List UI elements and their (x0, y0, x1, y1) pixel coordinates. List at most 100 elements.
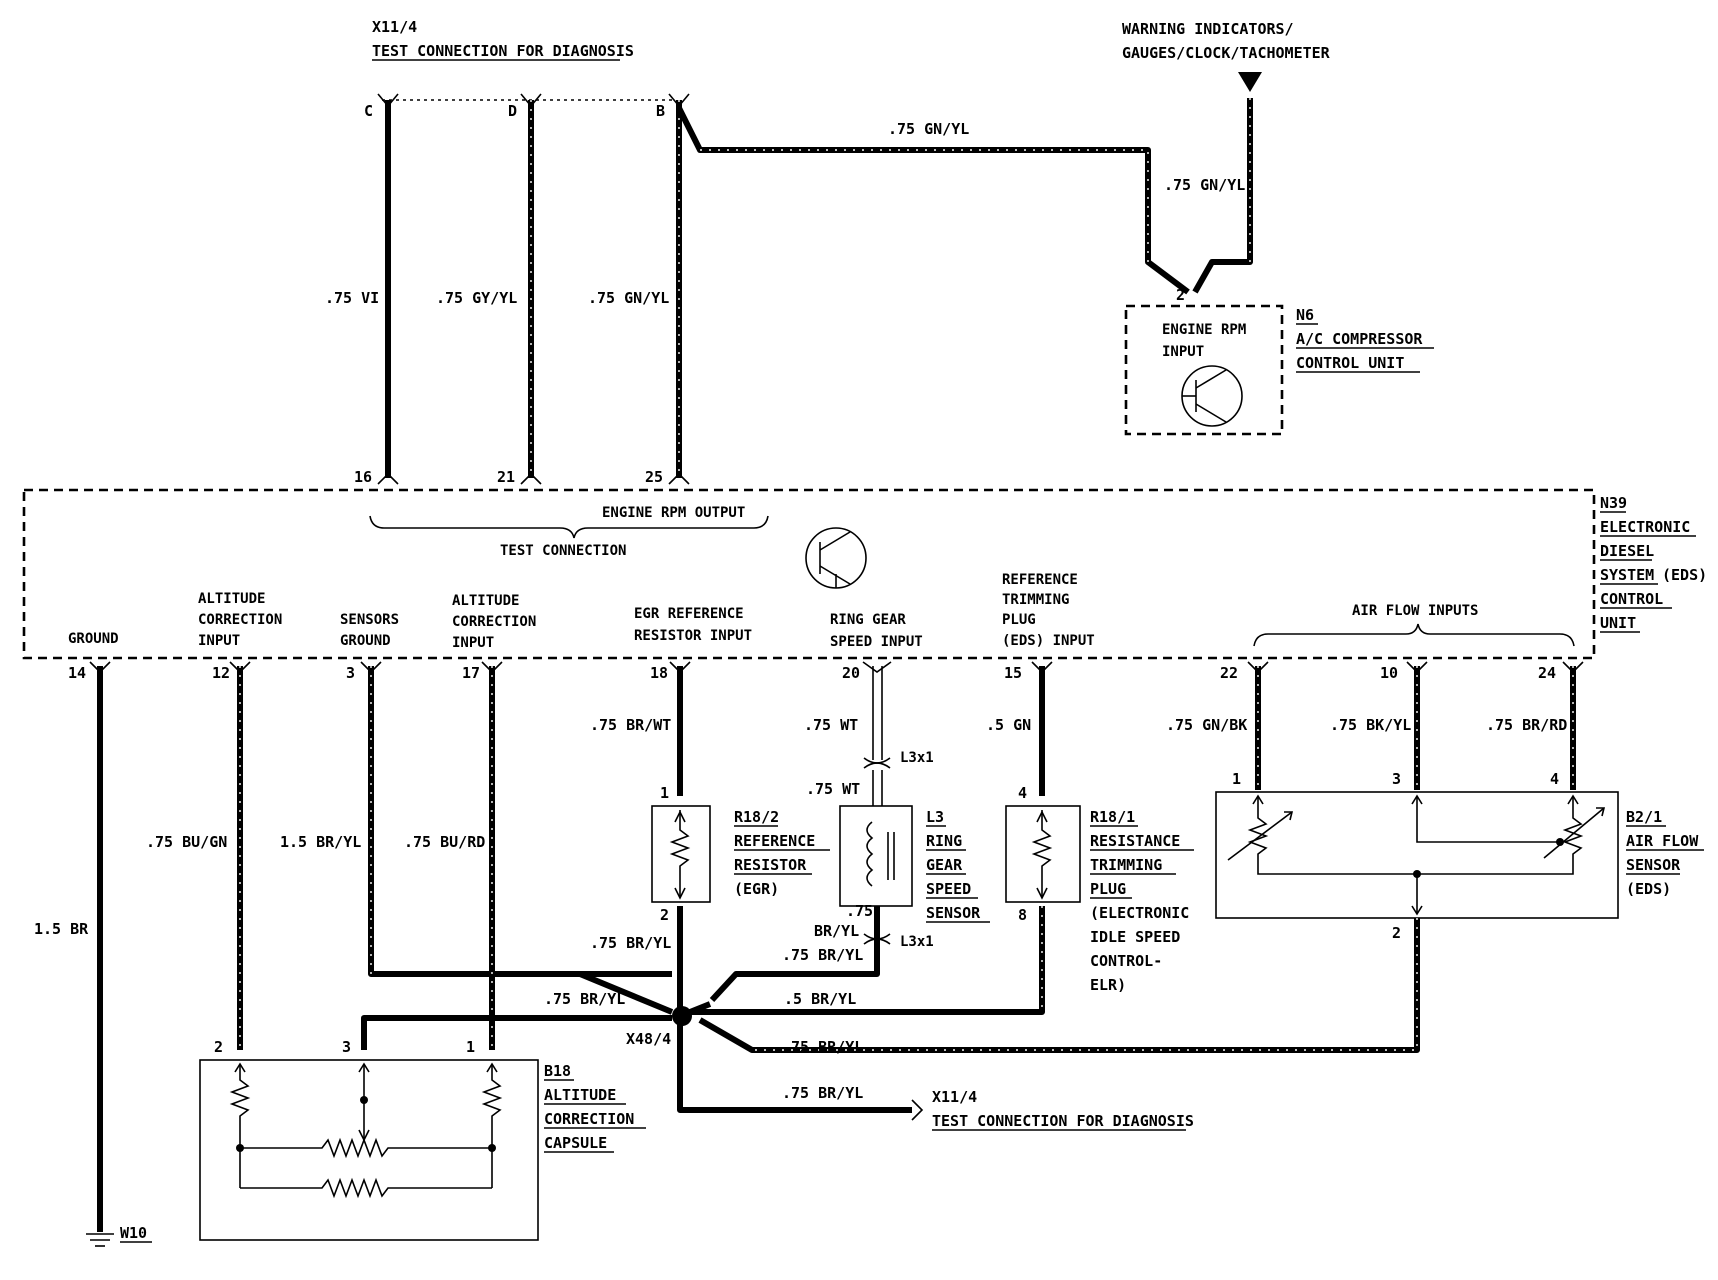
input-ground: GROUND (68, 631, 119, 647)
input-ref-line1: REFERENCE (1002, 572, 1078, 588)
b18-pin-1: 1 (466, 1038, 475, 1056)
warning-line1: WARNING INDICATORS/ (1122, 20, 1294, 38)
warning-line2: GAUGES/CLOCK/TACHOMETER (1122, 44, 1331, 62)
warning-arrow-icon (1238, 72, 1262, 92)
input-egr-line1: EGR REFERENCE (634, 606, 744, 622)
b18-line2: CORRECTION (544, 1110, 634, 1128)
n6-id: N6 (1296, 306, 1314, 324)
input-ref-line3: PLUG (1002, 612, 1036, 628)
input-alt1-line2: CORRECTION (198, 612, 282, 628)
r18-1-pin-top: 4 (1018, 784, 1027, 802)
l3x1-top-label: L3x1 (900, 750, 934, 766)
input-ref-line2: TRIMMING (1002, 592, 1069, 608)
input-ring-line2: SPEED INPUT (830, 634, 923, 650)
r18-1-line1: RESISTANCE (1090, 832, 1180, 850)
wire-b-to-n6: .75 GN/YL .75 GN/YL WARNING INDICATORS/ … (676, 20, 1331, 295)
n6-line2: CONTROL UNIT (1296, 354, 1404, 372)
r18-1-line7: ELR) (1090, 976, 1126, 994)
b18-line3: CAPSULE (544, 1134, 607, 1152)
pin-12: 12 (212, 664, 230, 682)
input-alt2-line3: INPUT (452, 635, 494, 651)
x11-bottom-id: X11/4 (932, 1088, 977, 1106)
l3-wire-label1: .75 (846, 902, 873, 920)
splice-x11-wire-label: .75 BR/YL (782, 1084, 863, 1102)
bottom-wires: 1.5 BR W10 .75 BU/GN 1.5 BR/YL .75 BU/RD… (34, 661, 1584, 1247)
wire-p20b-label: .75 WT (806, 780, 860, 798)
b2-1-pin-1: 1 (1232, 770, 1241, 788)
n6-transistor-icon (1181, 365, 1243, 427)
wire-p10-label: .75 BK/YL (1330, 716, 1411, 734)
r18-1-id: R18/1 (1090, 808, 1135, 826)
input-egr-line2: RESISTOR INPUT (634, 628, 752, 644)
pin-15: 15 (1004, 664, 1022, 682)
wire-p18-label: .75 BR/WT (590, 716, 671, 734)
pin-18: 18 (650, 664, 668, 682)
input-sensors-line1: SENSORS (340, 612, 399, 628)
r18-1-trimming-plug: 4 8 R18/1 RESISTANCE TRIMMING PLUG (ELEC… (688, 784, 1194, 1015)
pin-14: 14 (68, 664, 86, 682)
n39-line3: SYSTEM (1600, 566, 1654, 584)
n39-line3b: (EDS) (1662, 566, 1707, 584)
r18-2-pin-bottom: 2 (660, 906, 669, 924)
r18-2-resistor: 1 2 R18/2 REFERENCE RESISTOR (EGR) (651, 784, 830, 924)
n6-input-line2: INPUT (1162, 344, 1204, 360)
top-wires: .75 VI .75 GY/YL .75 GN/YL 16 21 25 (325, 93, 690, 486)
n39-line4: CONTROL (1600, 590, 1663, 608)
n39-line2: DIESEL (1600, 542, 1654, 560)
pin-10: 10 (1380, 664, 1398, 682)
wire-p22-label: .75 GN/BK (1166, 716, 1247, 734)
wire-p12-label: .75 BU/GN (146, 833, 227, 851)
l3-line4: SENSOR (926, 904, 981, 922)
b2-1-line1: AIR FLOW (1626, 832, 1699, 850)
pin-21: 21 (497, 468, 515, 486)
pin-16: 16 (354, 468, 372, 486)
wire-warning-n6-label: .75 GN/YL (1164, 176, 1245, 194)
input-sensors-line2: GROUND (340, 633, 391, 649)
ground-symbol-icon (86, 1233, 114, 1247)
splice-x48-4: X48/4 .75 BR/YL .75 BR/YL .5 BR/YL .75 B… (544, 906, 1194, 1131)
x11-top-title: TEST CONNECTION FOR DIAGNOSIS (372, 42, 634, 60)
wire-p17-label: .75 BU/RD (404, 833, 485, 851)
wire-p15-label: .5 GN (986, 716, 1031, 734)
n6-control-unit: 2 ENGINE RPM INPUT N6 A/C COMPRESSOR CON… (1124, 286, 1434, 436)
splice-point (672, 1006, 692, 1026)
r18-1-line5: IDLE SPEED (1090, 928, 1180, 946)
l3-line3: SPEED (926, 880, 971, 898)
x48-4-label: X48/4 (626, 1030, 671, 1048)
input-alt1-line1: ALTITUDE (198, 591, 265, 607)
x11-top-connector: X11/4 TEST CONNECTION FOR DIAGNOSIS C D … (364, 18, 672, 120)
wire-p3-label: 1.5 BR/YL (280, 833, 361, 851)
x11-top-id: X11/4 (372, 18, 417, 36)
pin-b: B (656, 102, 665, 120)
r18-1-pin-bottom: 8 (1018, 906, 1027, 924)
r18-1-line6: CONTROL- (1090, 952, 1162, 970)
pin-d: D (508, 102, 517, 120)
r18-1-line3: PLUG (1090, 880, 1126, 898)
l3-line1: RING (926, 832, 962, 850)
air-flow-inputs-label: AIR FLOW INPUTS (1352, 603, 1478, 619)
b2-1-pin-2: 2 (1392, 924, 1401, 942)
wire-label-gnyl: .75 GN/YL (588, 289, 669, 307)
input-alt1-line3: INPUT (198, 633, 240, 649)
wire-p24-label: .75 BR/RD (1486, 716, 1567, 734)
r18-1-line4: (ELECTRONIC (1090, 904, 1189, 922)
n39-bottom-pins: 14 12 3 17 18 20 15 22 10 24 (68, 664, 1556, 682)
b2-1-pin-4: 4 (1550, 770, 1559, 788)
n39-id: N39 (1600, 494, 1627, 512)
n39-control-unit: ENGINE RPM OUTPUT TEST CONNECTION N39 EL… (22, 488, 1707, 660)
w10-label: W10 (120, 1224, 147, 1242)
test-connection-label: TEST CONNECTION (500, 543, 626, 559)
pin-22: 22 (1220, 664, 1238, 682)
n6-input-line1: ENGINE RPM (1162, 322, 1246, 338)
input-ref-line4: (EDS) INPUT (1002, 633, 1095, 649)
n39-line5: UNIT (1600, 614, 1636, 632)
wire-b-n6-label: .75 GN/YL (888, 120, 969, 138)
n39-line1: ELECTRONIC (1600, 518, 1690, 536)
l3-wire-label2: BR/YL (814, 922, 859, 940)
wire-label-vi: .75 VI (325, 289, 379, 307)
l3-wire-label3: .75 BR/YL (782, 946, 863, 964)
b2-1-line3: (EDS) (1626, 880, 1671, 898)
r18-1-line2: TRIMMING (1090, 856, 1162, 874)
l3-id: L3 (926, 808, 944, 826)
